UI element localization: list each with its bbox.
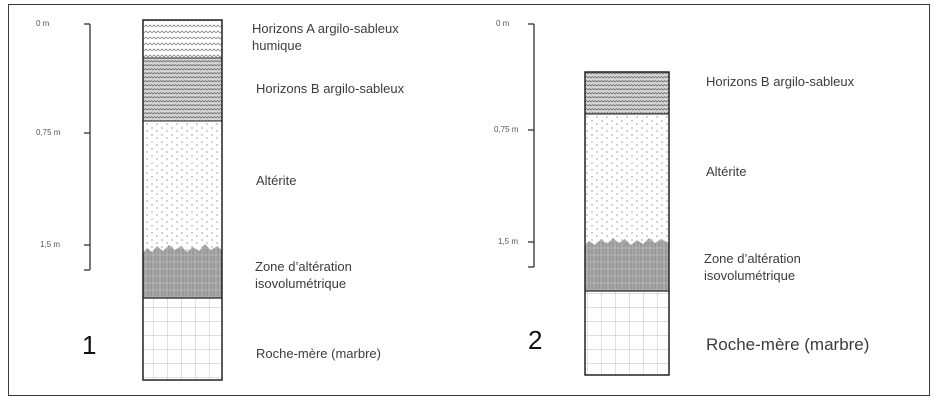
depth-scale-2 bbox=[528, 23, 535, 268]
layer-label: Roche-mère (marbre) bbox=[706, 335, 870, 354]
profile-number: 2 bbox=[528, 325, 543, 355]
tick-label: 0 m bbox=[36, 19, 50, 28]
layer-alteration-zone bbox=[143, 244, 222, 298]
profile-2 bbox=[528, 23, 670, 376]
tick-label: 1,5 m bbox=[40, 240, 61, 249]
layer-label: Altérite bbox=[256, 173, 297, 188]
layer-alterite bbox=[143, 121, 222, 253]
profile-1 bbox=[84, 19, 223, 381]
tick-label: 0,75 m bbox=[36, 128, 61, 137]
layer-a-horizon bbox=[143, 20, 222, 58]
tick-label: 1,5 m bbox=[498, 237, 519, 246]
layer-b-horizon bbox=[143, 58, 222, 121]
layer-b-horizon bbox=[585, 72, 669, 114]
tick-label: 0,75 m bbox=[494, 125, 519, 134]
layer-bedrock bbox=[585, 291, 669, 375]
soil-column-2 bbox=[584, 71, 670, 376]
soil-column-1 bbox=[142, 19, 223, 381]
layer-label: Horizons B argilo-sableux bbox=[706, 74, 855, 89]
layer-label: Roche-mère (marbre) bbox=[256, 346, 381, 361]
layer-label: Horizons A argilo-sableux humique bbox=[252, 21, 399, 53]
profile-number: 1 bbox=[82, 330, 97, 360]
layer-label: Zone d’altération isovolumétrique bbox=[704, 251, 801, 283]
tick-label: 0 m bbox=[496, 19, 510, 28]
layer-alteration-zone bbox=[585, 238, 669, 291]
layer-label: Altérite bbox=[706, 164, 747, 179]
layer-label: Horizons B argilo-sableux bbox=[256, 81, 405, 96]
layer-alterite bbox=[585, 114, 669, 246]
depth-scale-1 bbox=[84, 23, 91, 271]
layer-bedrock bbox=[143, 298, 222, 380]
layer-label: Zone d’altération isovolumétrique bbox=[255, 259, 352, 291]
